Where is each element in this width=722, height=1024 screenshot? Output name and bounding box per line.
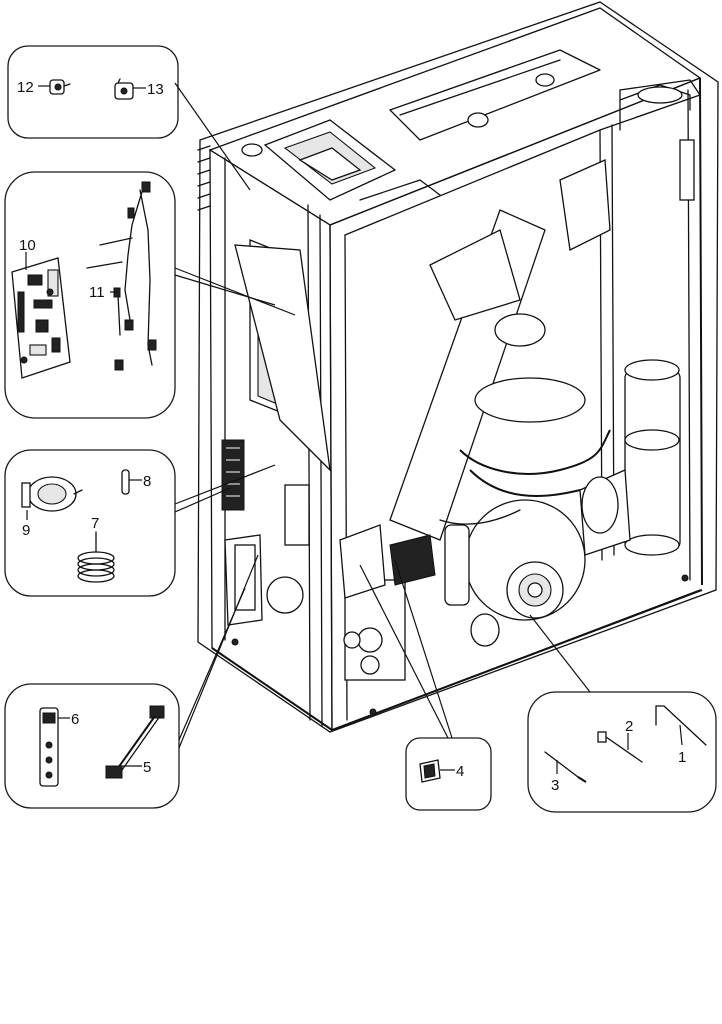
leader-5-6-a [178,554,259,749]
leader-4-a [359,564,449,739]
leader-7-8-9-b [174,487,231,513]
part-12-clip-icon [49,79,71,95]
part-2-electrode-icon [597,731,643,763]
part-5-cable-icon [105,705,165,779]
callout-box-1-2-3: 1 2 3 [527,691,717,813]
callout-box-7-8-9: 9 8 7 [4,449,176,597]
callout-box-4: 4 [405,737,492,811]
part-13-clip-icon [114,78,134,100]
label-4: 4 [456,763,464,780]
label-7: 7 [91,515,99,532]
label-8: 8 [143,473,151,490]
part-6-display-panel-icon [39,707,59,787]
boiler-assembly [197,1,719,733]
callout-box-5-6: 6 5 [4,683,180,809]
part-11-wiring-harness-icon [86,181,157,371]
label-6: 6 [71,711,79,728]
label-12: 12 [17,79,34,96]
part-10-control-board-icon [11,257,71,379]
part-8-sensor-icon [121,469,130,495]
leader-5-6-b [178,587,246,741]
label-5: 5 [143,759,151,776]
label-3: 3 [551,777,559,794]
label-11: 11 [89,284,105,301]
callout-box-10-11: 10 11 [4,171,176,419]
leader-12-13 [174,82,251,191]
label-2: 2 [625,718,633,735]
callout-box-12-13: 12 13 [7,45,179,139]
leader-10-11-a [174,267,296,316]
label-10: 10 [19,237,36,254]
label-1: 1 [678,749,686,766]
label-9: 9 [22,522,30,539]
label-13: 13 [147,81,164,98]
terminal-block [221,439,245,511]
leader-10-11-b [174,274,276,306]
part-9-pressure-switch-icon [21,476,83,512]
part-3-igniter-icon [544,751,587,783]
leader-1-2-3 [529,614,591,693]
part-4-connector-icon [419,759,441,783]
leader-7-8-9-a [174,464,276,505]
leader-4-b [394,559,453,739]
part-1-probe-icon [655,705,707,746]
part-7-tubing-coil-icon [77,531,115,583]
vent-slots [197,145,211,211]
